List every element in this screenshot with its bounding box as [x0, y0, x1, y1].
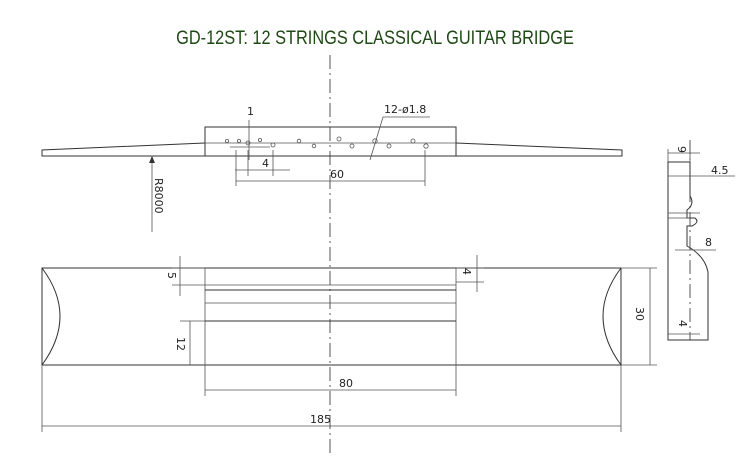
dim-9: 9 — [675, 146, 688, 153]
dim-4-side: 4 — [676, 320, 689, 327]
dim-5-left: 5 — [165, 272, 178, 279]
dim-4-right: 4 — [460, 268, 473, 275]
top-profile-view — [41, 116, 623, 232]
dim-60: 60 — [330, 168, 344, 181]
diagram-title: GD-12ST: 12 STRINGS CLASSICAL GUITAR BRI… — [176, 28, 574, 49]
side-section-view — [667, 140, 735, 341]
dim-4-5: 4.5 — [711, 164, 729, 177]
dim-185: 185 — [310, 413, 331, 426]
dim-r8000: R8000 — [152, 178, 165, 214]
dim-30: 30 — [633, 307, 646, 321]
dim-12: 12 — [174, 337, 187, 351]
dim-4-top: 4 — [262, 157, 269, 170]
front-plan-view — [41, 255, 657, 432]
dim-8: 8 — [705, 236, 712, 249]
dim-1: 1 — [247, 105, 254, 118]
dim-holes: 12-ø1.8 — [384, 103, 426, 116]
dim-80: 80 — [339, 377, 353, 390]
